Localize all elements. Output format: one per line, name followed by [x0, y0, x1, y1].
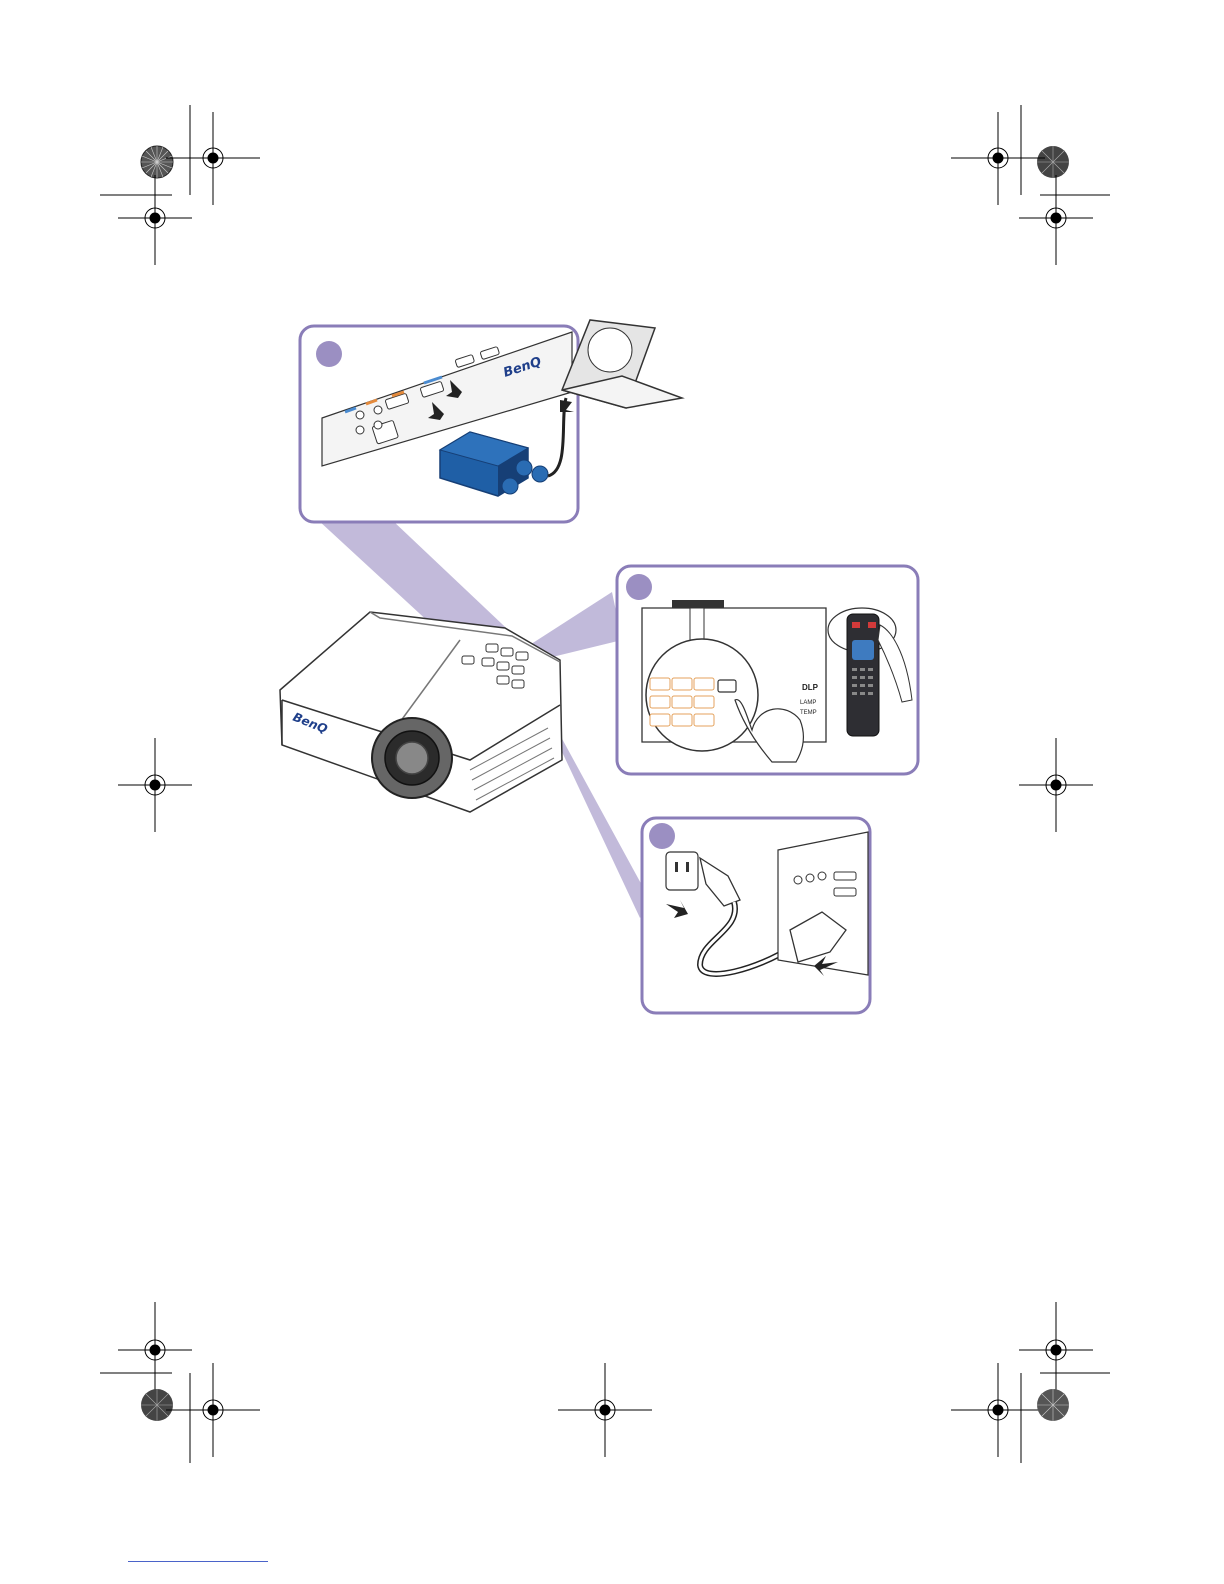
step-marker-2 — [626, 574, 652, 600]
footer-link-underline — [128, 1547, 268, 1562]
panel-connect-computer: BenQ — [300, 320, 682, 522]
power-button — [718, 680, 736, 692]
label-temp: TEMP — [800, 710, 817, 716]
panel-power-on: DLP LAMP TEMP — [617, 566, 918, 774]
label-lamp: LAMP — [800, 700, 816, 706]
laptop — [562, 320, 682, 408]
wall-outlet — [666, 852, 698, 890]
label-dlp: DLP — [802, 683, 819, 692]
step-marker-3 — [649, 823, 675, 849]
keypad-magnifier — [646, 639, 758, 751]
panel-plug-power-cord — [642, 818, 870, 1013]
projector — [280, 612, 562, 812]
step-marker-1 — [316, 341, 342, 367]
